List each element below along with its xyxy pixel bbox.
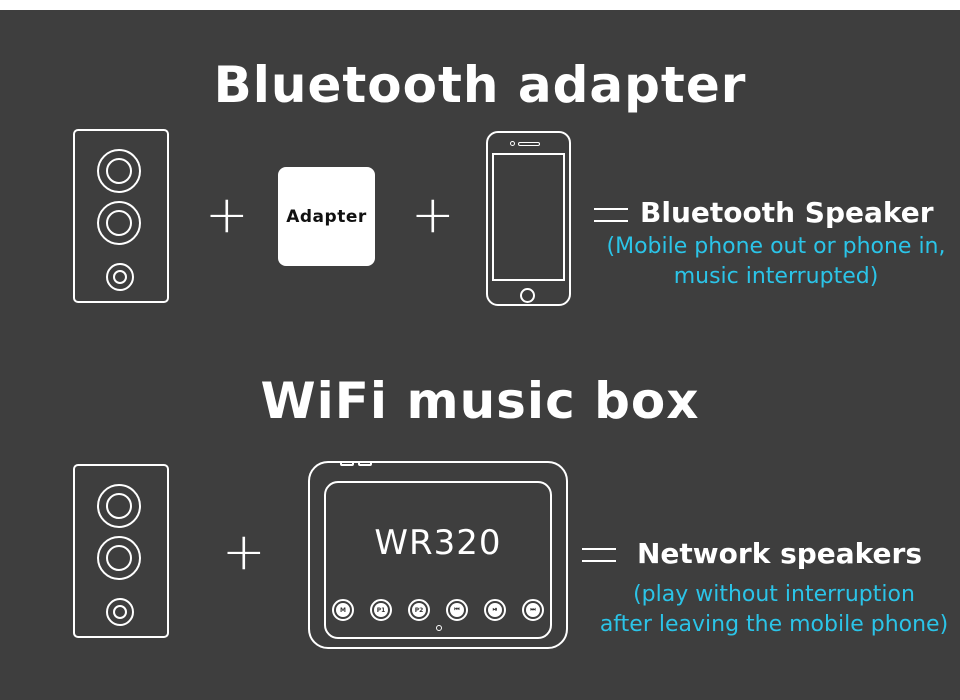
- speaker-cabinet-icon: [73, 129, 169, 303]
- adapter-label: Adapter: [286, 206, 367, 227]
- preset2-button: P2: [408, 599, 430, 621]
- tweeter-ring: [106, 598, 134, 626]
- bluetooth-note-line1: (Mobile phone out or phone in,: [606, 234, 946, 259]
- bluetooth-speaker-result: Bluetooth Speaker: [640, 196, 934, 229]
- equals-sign: [594, 208, 628, 222]
- status-led: [436, 625, 442, 631]
- equals-sign: [582, 548, 616, 562]
- adapter-box: Adapter: [278, 167, 375, 266]
- network-note-line1: (play without interruption: [633, 582, 915, 607]
- tweeter-ring: [106, 263, 134, 291]
- top-band: [0, 0, 960, 10]
- device-model-label: WR320: [374, 523, 502, 563]
- plus-sign: +: [222, 522, 266, 582]
- woofer-ring: [97, 484, 141, 528]
- previous-button: ⏮: [446, 599, 468, 621]
- woofer-ring: [97, 201, 141, 245]
- network-speakers-result: Network speakers: [637, 537, 923, 570]
- mobile-phone-icon: [486, 131, 571, 306]
- device-button-row: M P1 P2 ⏮ ⏯ ⏭: [332, 599, 544, 621]
- woofer-ring: [97, 149, 141, 193]
- wifi-music-box-device: WR320 M P1 P2 ⏮ ⏯ ⏭: [308, 461, 568, 649]
- network-note-line2: after leaving the mobile phone): [599, 612, 949, 637]
- plus-sign: +: [411, 185, 455, 245]
- speaker-cabinet-icon: [73, 464, 169, 638]
- next-button: ⏭: [522, 599, 544, 621]
- play-pause-button: ⏯: [484, 599, 506, 621]
- wifi-music-box-title: WiFi music box: [260, 372, 700, 430]
- woofer-ring: [97, 536, 141, 580]
- preset1-button: P1: [370, 599, 392, 621]
- mode-button: M: [332, 599, 354, 621]
- bluetooth-note-line2: music interrupted): [673, 264, 879, 289]
- plus-sign: +: [205, 185, 249, 245]
- bluetooth-adapter-title: Bluetooth adapter: [213, 56, 747, 114]
